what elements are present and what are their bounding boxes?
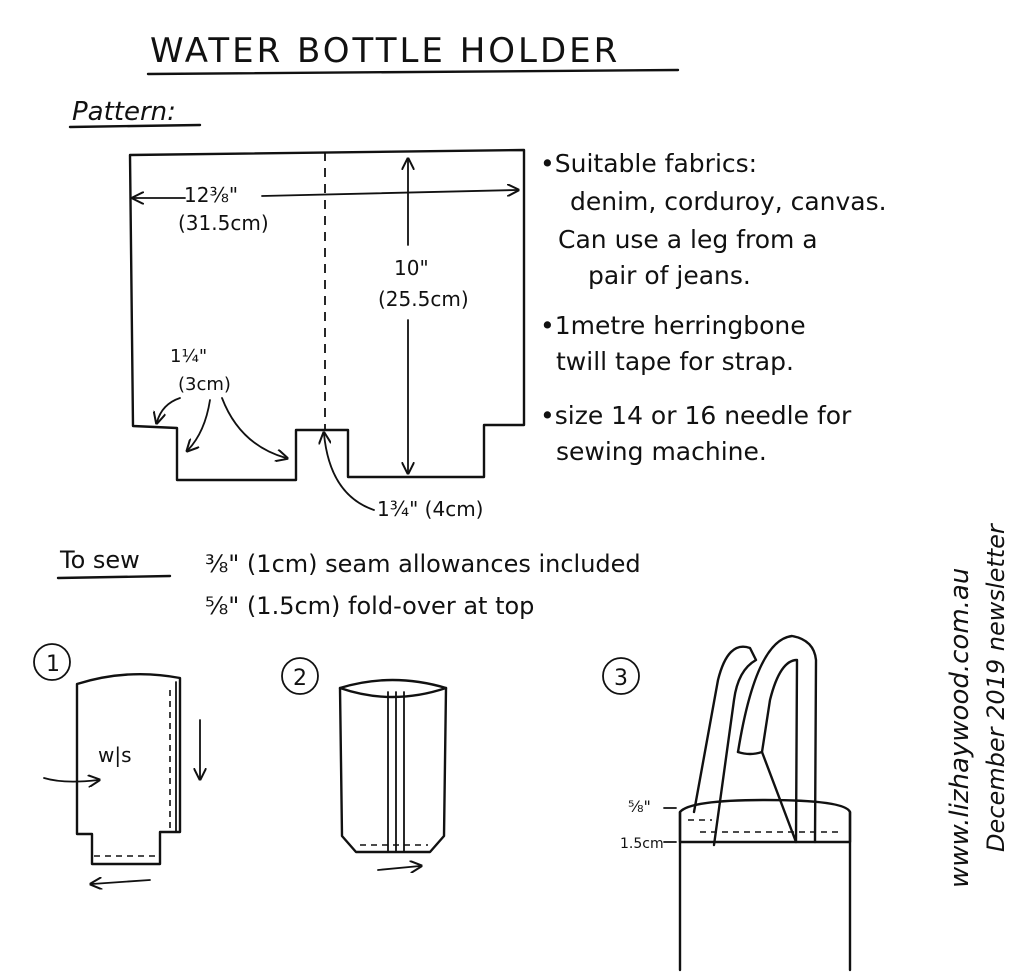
step2-number: 2	[293, 666, 307, 691]
notch-metric: (3cm)	[178, 374, 231, 395]
sew-line-1: ⅜" (1cm) seam allowances included	[205, 550, 641, 578]
notch-dimension: 1¼"	[170, 346, 207, 367]
title-underline	[146, 68, 680, 76]
notch-arrow-3	[221, 397, 286, 458]
note-tape-1: •1metre herringbone	[540, 311, 806, 340]
step3-strap-left	[692, 645, 758, 847]
note-tape-2: twill tape for strap.	[556, 347, 794, 376]
height-dimension: 10"	[394, 256, 429, 280]
step2-circle	[281, 657, 319, 695]
sew-line-2: ⅝" (1.5cm) fold-over at top	[205, 592, 534, 620]
credit-newsletter: December 2019 newsletter	[982, 522, 1010, 852]
pattern-piece-outline	[128, 148, 526, 482]
note-fabrics-4: pair of jeans.	[588, 261, 751, 290]
step3-bag-top	[678, 798, 852, 844]
note-needle-2: sewing machine.	[556, 437, 767, 466]
fold-metric: 1.5cm	[620, 836, 664, 852]
notch-arrow-1	[157, 397, 181, 422]
notch-arrow-2	[188, 399, 211, 450]
note-fabrics-2: denim, corduroy, canvas.	[570, 187, 887, 216]
width-metric: (31.5cm)	[178, 211, 269, 235]
step1-piece-outline	[75, 672, 182, 866]
credit-block: www.lizhaywood.com.au December 2019 news…	[945, 522, 1010, 888]
step1-number: 1	[46, 652, 60, 677]
width-arrow-right	[261, 190, 517, 197]
fold-imperial: ⅝"	[628, 797, 651, 816]
step1-circle	[33, 643, 71, 681]
height-metric: (25.5cm)	[378, 287, 469, 311]
step3-circle	[602, 657, 640, 695]
page-title: WATER BOTTLE HOLDER	[150, 31, 620, 71]
step1-turn-arrow	[43, 778, 98, 782]
note-needle-1: •size 14 or 16 needle for	[540, 401, 852, 430]
gap-arrow	[324, 434, 375, 511]
step2-right-arrow	[377, 866, 420, 870]
sew-heading-underline	[56, 574, 172, 580]
credit-website: www.lizhaywood.com.au	[945, 568, 975, 888]
width-dimension: 12⅜"	[184, 183, 238, 207]
step3-bag-body	[678, 810, 852, 972]
note-fabrics-1: •Suitable fabrics:	[540, 149, 757, 178]
pattern-heading: Pattern:	[72, 97, 176, 127]
step3-strap-right-inner	[736, 750, 764, 756]
pattern-heading-underline	[68, 123, 202, 129]
ws-label: w|s	[98, 743, 132, 767]
step3-number: 3	[614, 666, 628, 691]
step3-strap-right	[736, 634, 818, 844]
step2-tube-top-front	[338, 686, 448, 699]
sew-heading: To sew	[59, 546, 140, 574]
note-fabrics-3: Can use a leg from a	[558, 225, 818, 254]
step2-tube-outline	[338, 678, 448, 854]
step1-left-arrow	[92, 880, 151, 884]
gap-dimension: 1¾" (4cm)	[377, 497, 483, 521]
